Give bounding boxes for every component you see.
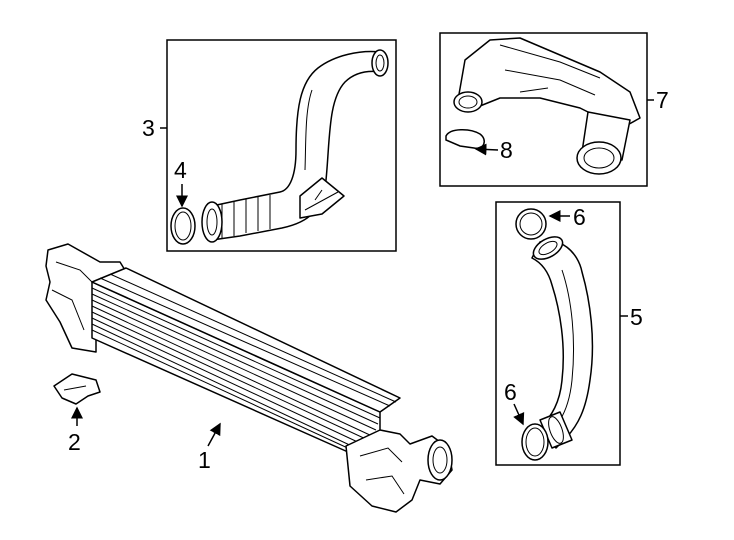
part-8-clip — [445, 129, 485, 149]
air-inlet-duct — [453, 37, 641, 175]
part-2-bracket — [53, 373, 101, 405]
callout-8: 8 — [500, 137, 513, 163]
intercooler — [45, 243, 453, 513]
upper-intake-hose — [201, 49, 389, 243]
callout-4: 4 — [174, 157, 187, 183]
callout-6-bottom: 6 — [504, 379, 517, 405]
callout-6-top: 6 — [573, 204, 586, 230]
lower-intake-hose — [531, 236, 594, 449]
callout-2: 2 — [68, 429, 81, 455]
callout-1: 1 — [198, 447, 211, 473]
callout-7: 7 — [656, 87, 669, 113]
callout-5: 5 — [630, 304, 643, 330]
callout-3: 3 — [142, 115, 155, 141]
